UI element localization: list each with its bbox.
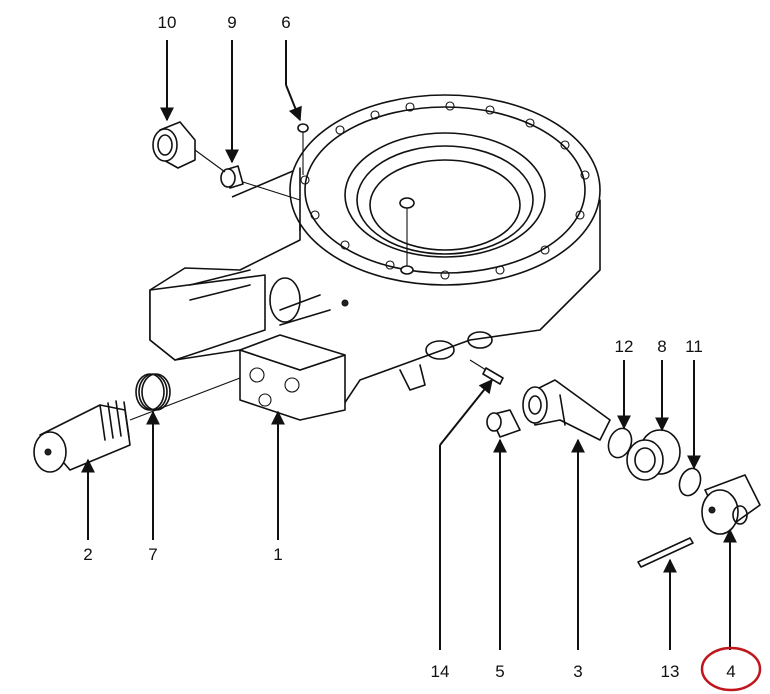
callout-14: 14 [431, 662, 450, 681]
callout-1: 1 [273, 545, 282, 564]
leader-6b [285, 84, 302, 122]
callout-11: 11 [685, 337, 703, 356]
small-pin-part [194, 149, 301, 201]
callout-4: 4 [726, 662, 735, 681]
callout-labels: 10 9 6 12 8 11 2 7 1 14 5 3 13 4 [83, 13, 762, 692]
leader-lines [81, 40, 737, 650]
dowel-pin-part [637, 537, 694, 568]
callout-10: 10 [158, 13, 177, 32]
callout-12: 12 [615, 337, 634, 356]
callout-5: 5 [495, 662, 504, 681]
callout-7: 7 [148, 545, 157, 564]
callout-2: 2 [83, 545, 92, 564]
leader-14b [439, 378, 493, 446]
flange-ring-outer [289, 94, 601, 286]
pin-part [486, 409, 521, 438]
pivot-shaft-part [522, 379, 611, 441]
spring-part [135, 373, 171, 411]
callout-6: 6 [281, 13, 290, 32]
o-ring-part-11 [678, 467, 702, 497]
callout-8: 8 [657, 337, 666, 356]
nut-part [626, 429, 681, 481]
callout-3: 3 [573, 662, 582, 681]
housing-part [149, 94, 601, 421]
callout-9: 9 [227, 13, 236, 32]
roll-pin-part [469, 359, 504, 385]
center-fitting [399, 197, 415, 275]
flange-bolt-holes [300, 101, 590, 280]
plug-part [152, 121, 196, 169]
highlight-circle [700, 646, 762, 692]
washer-part [297, 123, 309, 175]
collar-part [701, 474, 761, 535]
threaded-shaft-part [33, 377, 241, 473]
callout-13: 13 [661, 662, 680, 681]
